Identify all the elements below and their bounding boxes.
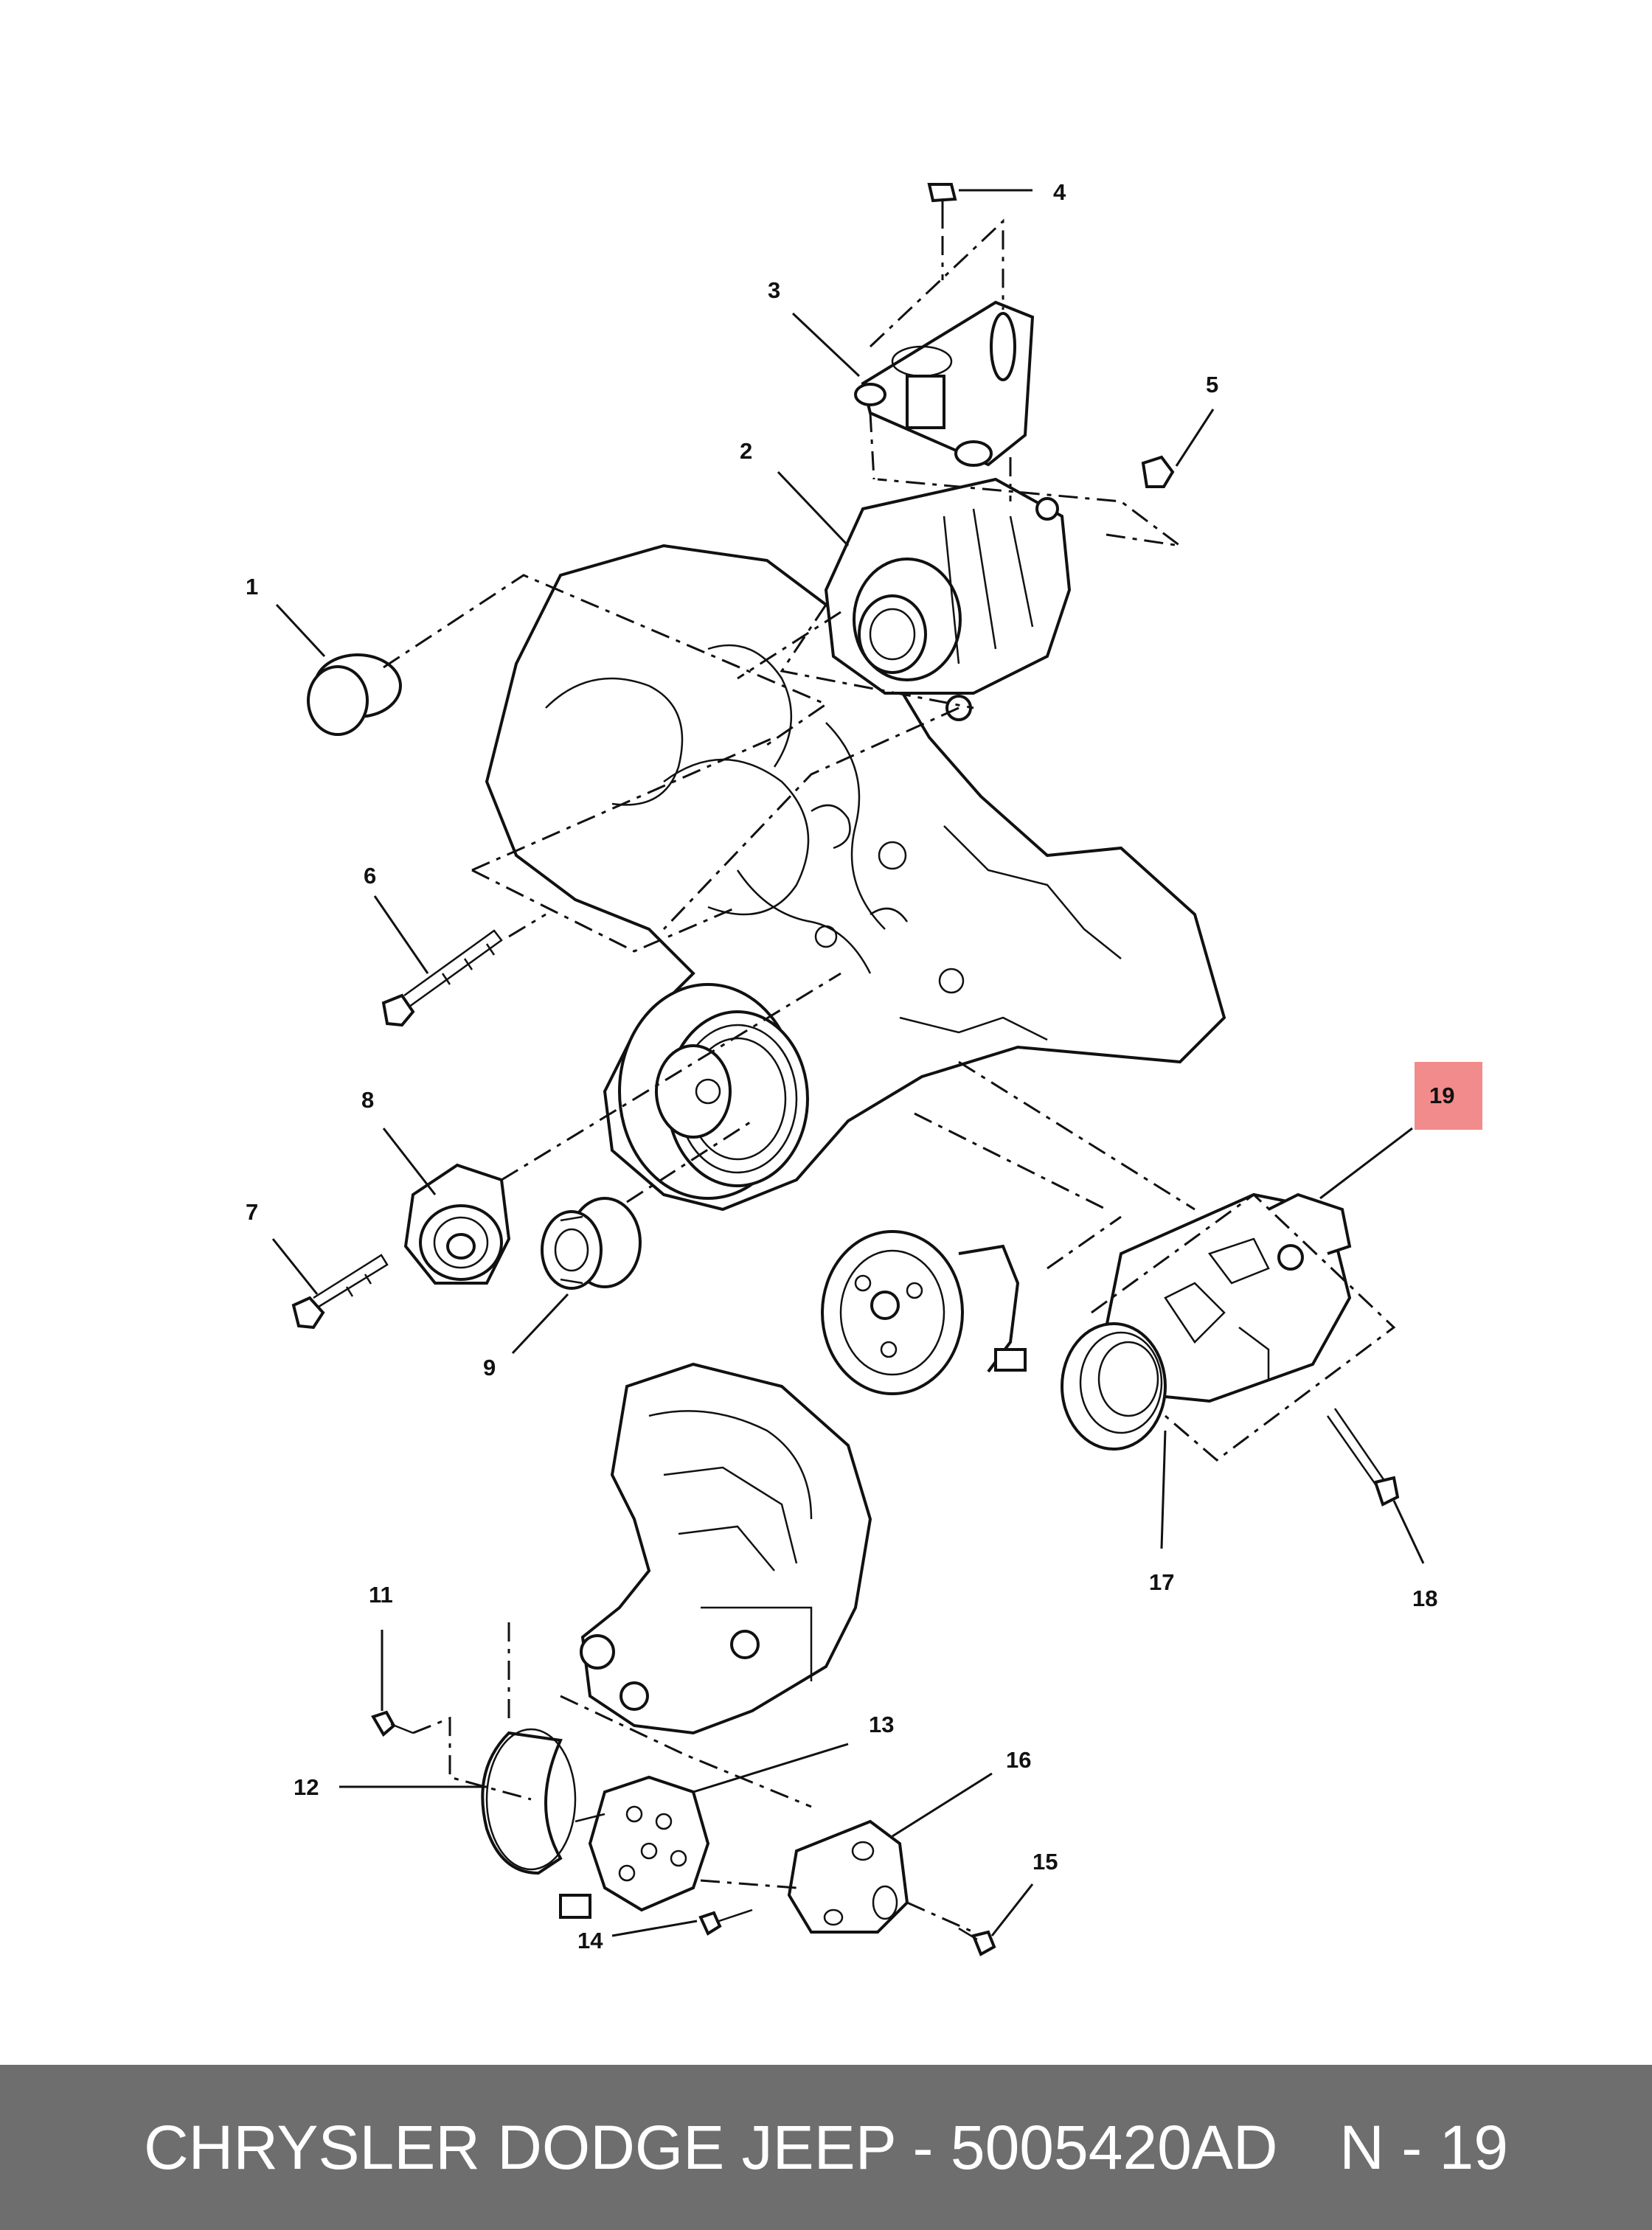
callout-18: 18 bbox=[1412, 1585, 1437, 1611]
callout-12: 12 bbox=[294, 1774, 319, 1800]
callout-19-highlight bbox=[1415, 1062, 1482, 1130]
callout-15: 15 bbox=[1032, 1849, 1058, 1875]
callout-8: 8 bbox=[361, 1087, 374, 1113]
footer-bar: CHRYSLER DODGE JEEP - 5005420AD N - 19 bbox=[0, 2065, 1652, 2230]
callout-5: 5 bbox=[1206, 372, 1218, 397]
part-8-tensioner bbox=[403, 1163, 511, 1285]
power-steering-pump-pulley bbox=[821, 1230, 1027, 1395]
callout-1: 1 bbox=[246, 574, 258, 600]
callout-3: 3 bbox=[768, 277, 780, 303]
callout-11: 11 bbox=[369, 1582, 393, 1608]
callout-7: 7 bbox=[246, 1199, 258, 1225]
callout-19: 19 bbox=[1429, 1083, 1454, 1108]
part-3-bracket bbox=[854, 300, 1035, 467]
crankshaft-pulley bbox=[618, 983, 809, 1200]
callout-14: 14 bbox=[577, 1928, 603, 1953]
part-16-bracket bbox=[787, 1819, 909, 1934]
part-number-label: CHRYSLER DODGE JEEP - 5005420AD bbox=[144, 2113, 1278, 2182]
part-15-bolt bbox=[958, 1927, 996, 1956]
callout-2: 2 bbox=[740, 438, 752, 464]
part-14-bolt bbox=[698, 1908, 753, 1936]
exploded-parts-diagram: 1 2 3 4 5 6 7 8 9 11 12 13 14 15 16 17 1… bbox=[246, 179, 1482, 1956]
callout-9: 9 bbox=[483, 1355, 496, 1380]
callout-16: 16 bbox=[1006, 1747, 1031, 1773]
part-4-bolt bbox=[927, 183, 957, 229]
part-1-cap bbox=[307, 653, 402, 736]
part-11-bolt bbox=[371, 1710, 414, 1737]
part-2-alternator bbox=[824, 477, 1072, 721]
callout-6: 6 bbox=[364, 863, 376, 889]
part-5-nut bbox=[1141, 455, 1175, 488]
part-12-pulley bbox=[481, 1728, 577, 1875]
part-13-pump bbox=[559, 1775, 710, 1919]
part-6-bolt bbox=[381, 929, 503, 1027]
engine-lower-block bbox=[580, 1362, 872, 1735]
reference-label: N - 19 bbox=[1339, 2113, 1508, 2182]
part-18-bolt bbox=[1326, 1408, 1400, 1507]
part-9-idler-pulley bbox=[541, 1197, 642, 1290]
part-7-bolt bbox=[291, 1254, 389, 1330]
callout-4: 4 bbox=[1053, 179, 1066, 205]
callout-17: 17 bbox=[1149, 1569, 1174, 1595]
callout-13: 13 bbox=[869, 1712, 894, 1737]
part-17-compressor bbox=[1061, 1192, 1352, 1451]
